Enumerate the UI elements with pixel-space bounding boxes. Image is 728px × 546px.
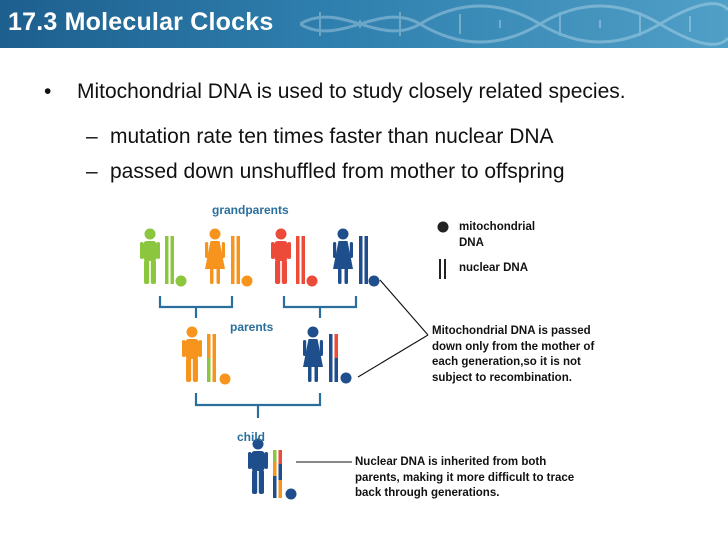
title-bar: 17.3 Molecular Clocks (0, 0, 728, 48)
mitochondrial-dna-legend-icon (437, 221, 449, 233)
grandparents-left-bracket (158, 296, 234, 309)
nuclear-dna-legend-icon (439, 259, 446, 279)
legend-symbols (437, 221, 449, 279)
grandparents-group (140, 228, 380, 287)
nuclear-dna-pair (273, 450, 282, 498)
grandparents-right-bracket (282, 296, 358, 309)
nuclear-note: Nuclear DNA is inherited from both paren… (355, 456, 575, 499)
parents-group (182, 326, 352, 385)
main-bullet-text: Mitochondrial DNA is used to study close… (77, 80, 626, 103)
page-title: 17.3 Molecular Clocks (8, 8, 274, 36)
mitochondrial-dna (241, 275, 253, 287)
sub-bullet-marker: – (86, 160, 98, 183)
legend-mitochondrial-label: mitochondrial DNA (459, 221, 536, 249)
child-figure (248, 438, 268, 494)
nuclear-dna-pair (231, 236, 240, 284)
mitochondrial-dna (175, 275, 187, 287)
mitochondrial-dna (306, 275, 318, 287)
sub-bullet-text: passed down unshuffled from mother to of… (110, 160, 565, 183)
child-group (248, 438, 297, 500)
callout-pointers (296, 279, 429, 463)
pointer-grandmother (379, 279, 429, 336)
mitochondrial-dna (340, 372, 352, 384)
father-figure (182, 326, 202, 382)
grandmother-right-figure (333, 228, 353, 284)
legend-nuclear-label: nuclear DNA (459, 262, 529, 274)
parents-bracket (194, 393, 322, 407)
mitochondrial-dna (285, 488, 297, 500)
mitochondrial-dna (219, 373, 231, 385)
nuclear-dna-pair (359, 236, 368, 284)
mother-figure (303, 326, 323, 382)
nuclear-dna-pair (296, 236, 305, 284)
grandmother-left-figure (205, 228, 225, 284)
mitochondrial-dna (368, 275, 380, 287)
parents-label: parents (230, 320, 274, 334)
grandparents-label: grandparents (212, 203, 289, 217)
pedigree-brackets (158, 296, 358, 418)
sub-bullet-marker: – (86, 125, 98, 148)
nuclear-dna-pair (207, 334, 216, 382)
grandfather-right-figure (271, 228, 291, 284)
nuclear-dna-pair (165, 236, 174, 284)
sub-bullet-text: mutation rate ten times faster than nucl… (110, 125, 554, 148)
dna-helix-decoration (300, 2, 728, 46)
child-label: child (237, 430, 266, 444)
pointer-mother (357, 334, 429, 378)
bullet-marker: • (44, 80, 52, 103)
grandfather-left-figure (140, 228, 160, 284)
nuclear-dna-pair (329, 334, 338, 382)
mitochondrial-note: Mitochondrial DNA is passed down only fr… (432, 325, 595, 384)
